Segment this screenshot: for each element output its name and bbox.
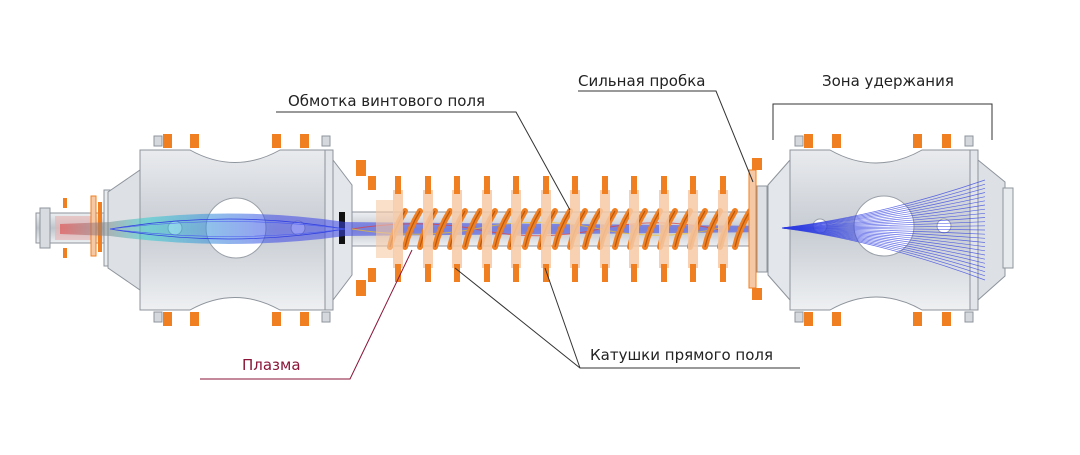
straight-coil-ring: [541, 190, 551, 268]
straight-coil-top: [720, 176, 726, 194]
straight-coil-top: [631, 176, 637, 194]
straight-coil-top: [513, 176, 519, 194]
label-plasma: Плазма: [242, 356, 301, 374]
label-helical-winding: Обмотка винтового поля: [288, 92, 486, 110]
leader-strong-plug: [578, 90, 754, 183]
label-confinement-zone: Зона удержания: [822, 72, 954, 90]
straight-coil-ring: [718, 190, 728, 268]
helix-turn-edge: [734, 210, 751, 248]
leader-confinement-bracket: [772, 103, 993, 140]
straight-coil-top: [425, 176, 431, 194]
straight-coil-top: [661, 176, 667, 194]
straight-coil-bottom: [631, 264, 637, 282]
straight-coil-top: [454, 176, 460, 194]
label-straight-field-coils: Катушки прямого поля: [590, 346, 774, 364]
end-coil-left-bottom: [368, 268, 376, 282]
straight-coil-ring: [423, 190, 433, 268]
straight-coil-bottom: [484, 264, 490, 282]
helix-turn-edge: [584, 210, 601, 248]
helix-turn-edge: [494, 210, 511, 248]
helix-turn-edge: [404, 210, 421, 248]
leader-plasma: [200, 249, 413, 380]
end-coil-left: [376, 200, 394, 258]
straight-coil-top: [690, 176, 696, 194]
straight-coil-ring: [452, 190, 462, 268]
helix-turn-edge: [434, 210, 451, 248]
straight-coil-bottom: [425, 264, 431, 282]
left-vessel-coils: [163, 134, 366, 326]
straight-coil-bottom: [602, 264, 608, 282]
straight-coil-ring: [688, 190, 698, 268]
straight-coil-top: [484, 176, 490, 194]
straight-coil-ring: [629, 190, 639, 268]
straight-coil-top: [395, 176, 401, 194]
straight-coil-ring: [659, 190, 669, 268]
confinement-field-lines: [781, 179, 986, 281]
straight-coil-ring: [600, 190, 610, 268]
straight-coil-bottom: [690, 264, 696, 282]
straight-coil-bottom: [395, 264, 401, 282]
straight-coil-ring: [511, 190, 521, 268]
straight-coil-ring: [570, 190, 580, 268]
right-vessel-coils: [752, 134, 951, 326]
end-coil-left-top: [368, 176, 376, 190]
leader-helical: [276, 111, 571, 211]
straight-coil-bottom: [661, 264, 667, 282]
straight-coil-top: [543, 176, 549, 194]
straight-coil-bottom: [720, 264, 726, 282]
label-strong-plug: Сильная пробка: [578, 72, 706, 90]
leader-straight-coils-2: [544, 267, 581, 369]
straight-coil-top: [602, 176, 608, 194]
helix-turn-edge: [554, 210, 571, 248]
helix-turn-edge: [464, 210, 481, 248]
straight-coil-bottom: [454, 264, 460, 282]
straight-field-coils: [368, 176, 728, 282]
helix-turn-edge: [524, 210, 541, 248]
straight-coil-ring: [393, 190, 403, 268]
straight-coil-bottom: [543, 264, 549, 282]
straight-coil-bottom: [513, 264, 519, 282]
leader-lines: [276, 90, 993, 369]
field-line: [781, 227, 986, 281]
helix-turn-edge: [644, 210, 661, 248]
straight-coil-bottom: [572, 264, 578, 282]
straight-coil-top: [572, 176, 578, 194]
helix-turn-edge: [614, 210, 631, 248]
straight-coil-ring: [482, 190, 492, 268]
